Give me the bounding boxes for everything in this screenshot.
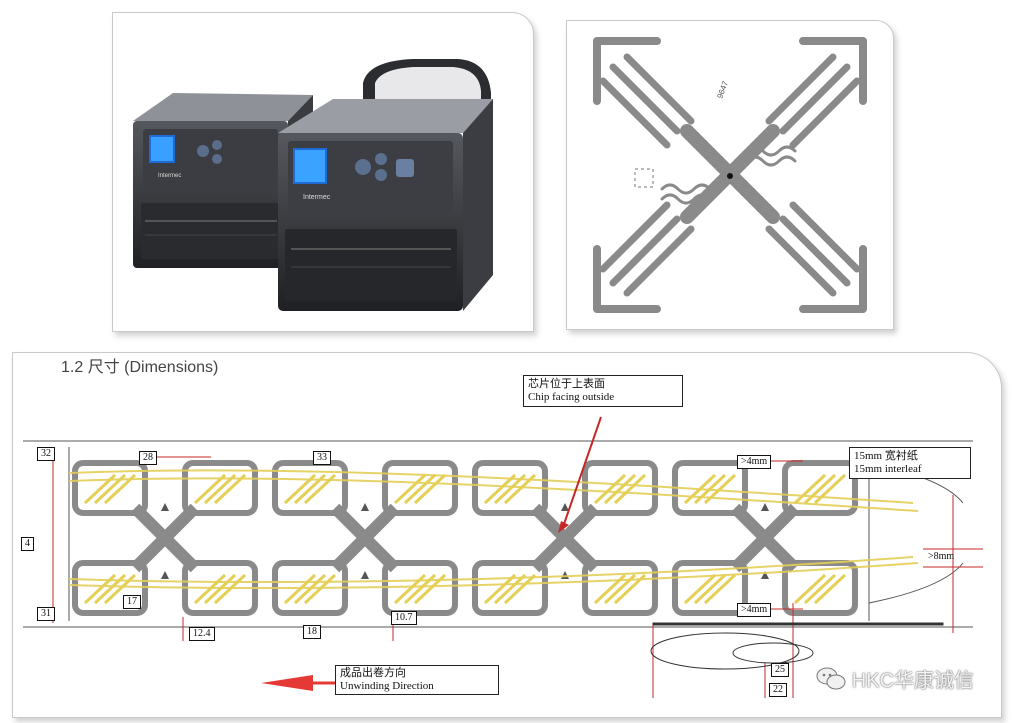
rfid-inlay-illustration: 9647 xyxy=(593,37,867,313)
inlay-row xyxy=(72,460,858,616)
dim-4: 4 xyxy=(21,537,34,551)
printer-large xyxy=(278,59,493,311)
watermark-text: HKC华康诚信 xyxy=(851,670,974,692)
dimension-drawing xyxy=(23,416,983,698)
unwinding-arrow xyxy=(261,675,313,691)
dim-22: 22 xyxy=(769,683,787,697)
dim-124: 12.4 xyxy=(189,627,215,641)
top-title-fragment xyxy=(380,0,620,4)
chip-dot xyxy=(727,173,733,179)
inlay-tag xyxy=(72,460,258,616)
dim-32: 32 xyxy=(37,447,55,461)
section-title: 1.2 尺寸 (Dimensions) xyxy=(61,359,219,376)
interleaf-note: 15mm 宽衬纸 15mm interleaf xyxy=(849,447,971,479)
printer-photo-panel: Intermec Intermec xyxy=(112,12,534,332)
dim-18: 18 xyxy=(303,625,321,639)
dim-17: 17 xyxy=(123,595,141,609)
dim-25: 25 xyxy=(771,663,789,677)
dim-gt4mm-bottom: >4mm xyxy=(737,603,772,617)
printer-illustration: Intermec Intermec xyxy=(133,59,493,311)
inlay-tag xyxy=(672,460,858,616)
dim-gt8mm: >8mm xyxy=(928,551,955,562)
chip-note-en: Chip facing outside xyxy=(528,391,615,403)
interleaf-note-cn: 15mm 宽衬纸 xyxy=(854,450,918,462)
dim-31: 31 xyxy=(37,607,55,621)
inlay-tag xyxy=(472,460,658,616)
dimensions-panel: 1.2 尺寸 (Dimensions) xyxy=(12,352,1002,718)
brand-small: Intermec xyxy=(158,173,181,179)
watermark: HKC华康诚信 xyxy=(816,664,974,693)
tag-code: 9647 xyxy=(715,79,730,99)
rfid-tag-panel: 9647 xyxy=(566,20,894,330)
dim-gt4mm-top: >4mm xyxy=(737,455,772,469)
direction-note-cn: 成品出卷方向 xyxy=(340,667,406,679)
direction-note-en: Unwinding Direction xyxy=(340,680,434,692)
printer-small xyxy=(133,93,313,268)
chip-note: 芯片位于上表面 Chip facing outside xyxy=(523,375,683,407)
wechat-icon xyxy=(816,667,846,689)
direction-note: 成品出卷方向 Unwinding Direction xyxy=(335,665,499,695)
dim-107: 10.7 xyxy=(391,611,417,625)
interleaf-note-en: 15mm interleaf xyxy=(854,463,922,475)
inlay-tag xyxy=(272,460,458,616)
dim-28: 28 xyxy=(139,451,157,465)
dim-33: 33 xyxy=(313,451,331,465)
chip-note-cn: 芯片位于上表面 xyxy=(528,378,605,390)
brand-large: Intermec xyxy=(303,194,331,201)
